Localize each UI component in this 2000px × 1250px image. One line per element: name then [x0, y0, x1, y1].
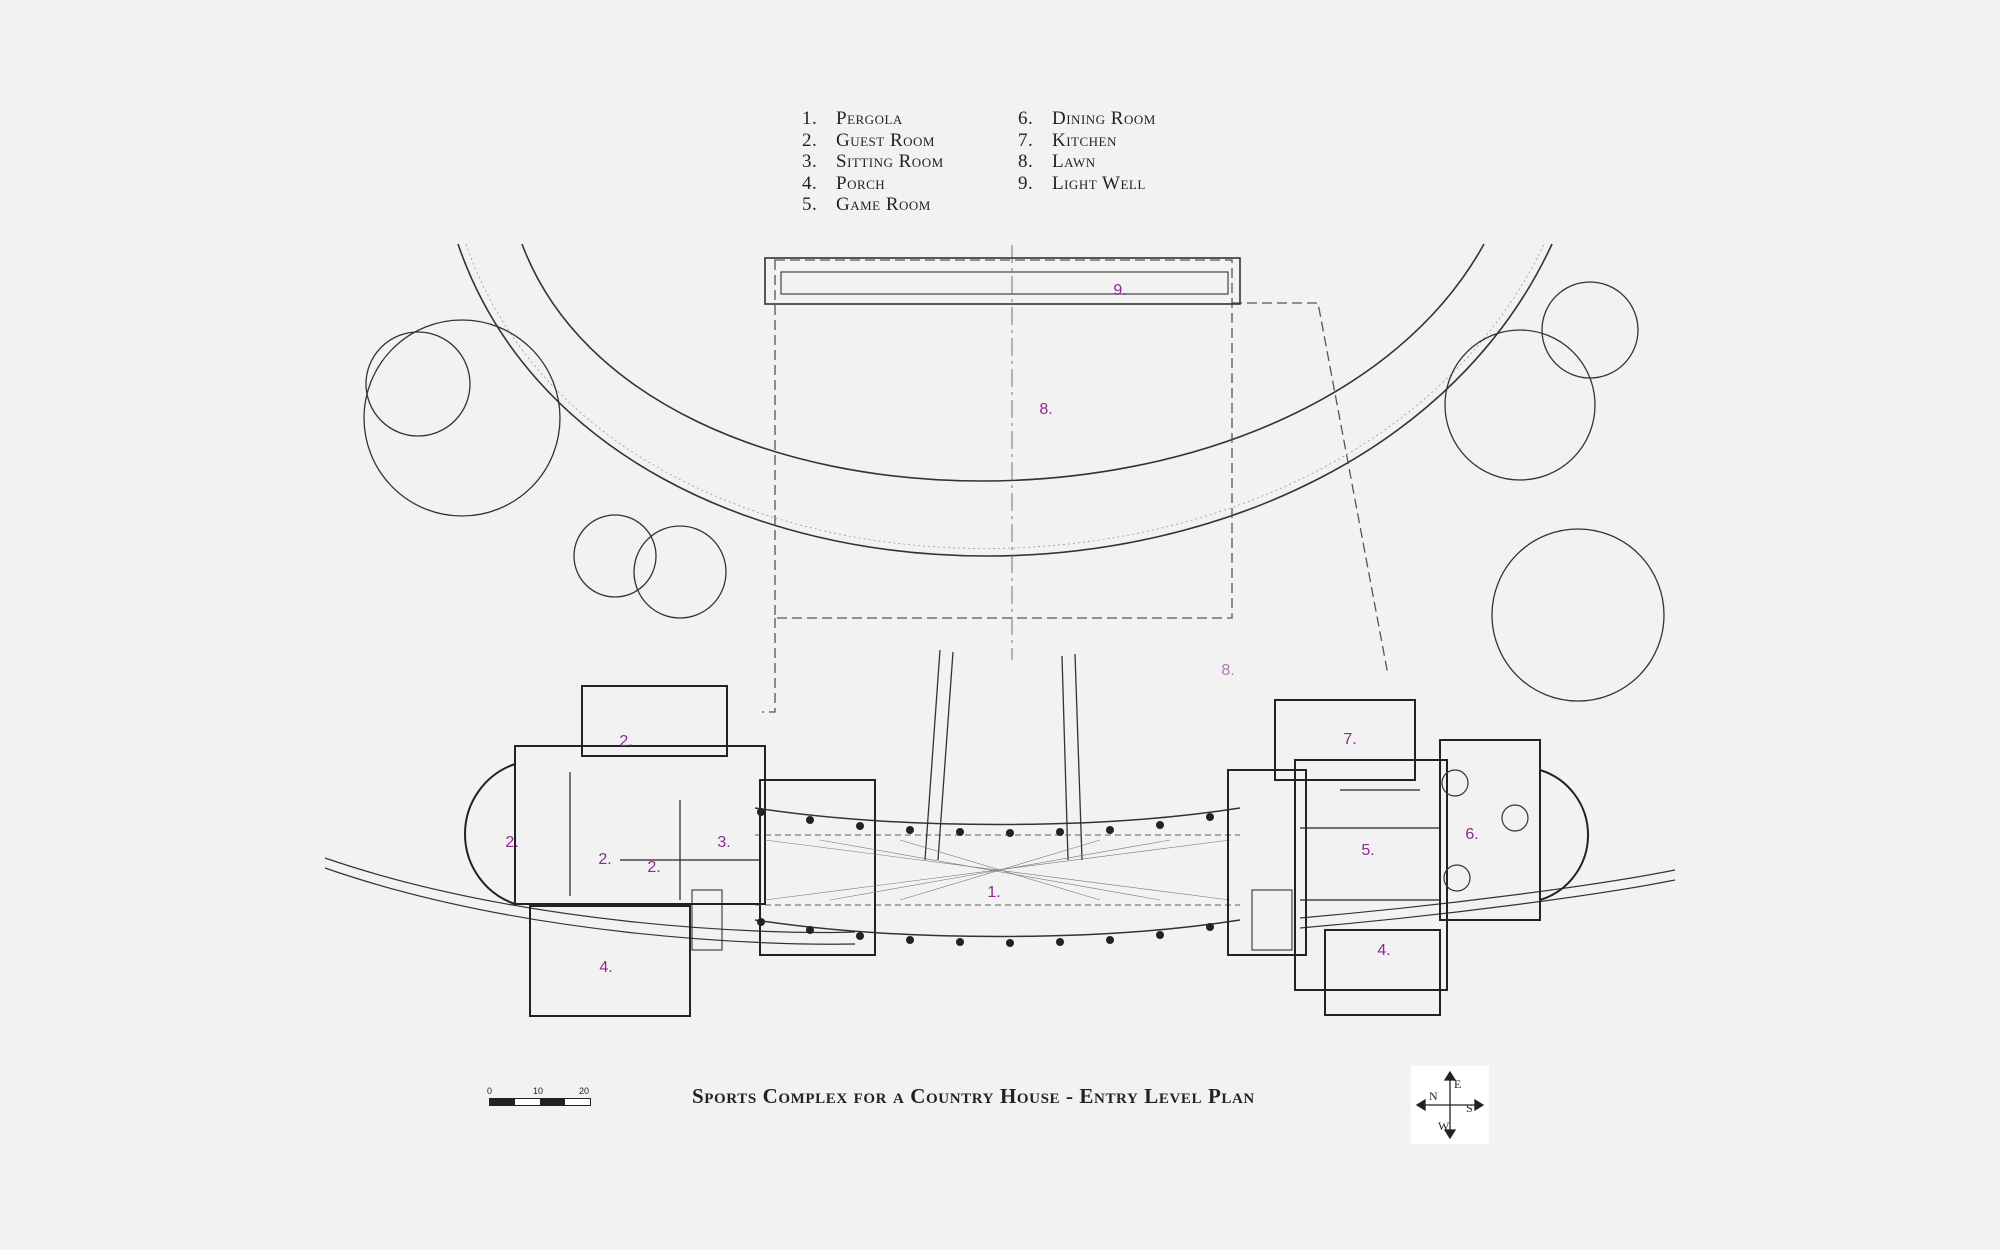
legend-label: Dining Room	[1052, 108, 1156, 129]
legend-label: Guest Room	[836, 129, 935, 151]
driveway-outer-edge	[521, 243, 1485, 482]
legend-item: 2. Guest Room	[802, 130, 944, 152]
compass-e: E	[1454, 1077, 1461, 1091]
legend-label: Porch	[836, 172, 886, 194]
legend-label: Kitchen	[1052, 129, 1117, 151]
legend-item: 5. Game Room	[802, 194, 944, 216]
room-label-guest-room-east: 2.	[647, 859, 661, 876]
room-label-game-room: 5.	[1361, 842, 1375, 859]
legend-item: 3. Sitting Room	[802, 151, 944, 173]
compass-n: N	[1429, 1089, 1438, 1103]
legend-item: 1. Pergola	[802, 108, 944, 130]
room-label-porch-east: 4.	[1377, 942, 1391, 959]
dining-tables	[1441, 769, 1529, 892]
legend-item: 6. Dining Room	[1018, 108, 1156, 130]
room-label-lawn: 8.	[1039, 401, 1053, 418]
legend-number: 4.	[802, 172, 818, 194]
trees	[363, 281, 1665, 702]
room-label-light-well: 9.	[1113, 282, 1127, 299]
legend-number: 2.	[802, 129, 818, 151]
room-label-guest-room-north: 2.	[619, 733, 633, 750]
legend-number: 3.	[802, 151, 818, 172]
room-label-pergola: 1.	[987, 884, 1001, 901]
room-label-kitchen: 7.	[1343, 731, 1357, 748]
scale-bar: 0 10 20	[487, 1086, 592, 1110]
scale-label-10: 10	[533, 1086, 544, 1096]
drawing-title: Sports Complex for a Country House - Ent…	[692, 1084, 1255, 1108]
legend-left-column: 1. Pergola 2. Guest Room 3. Sitting Room 4.…	[802, 108, 944, 216]
west-guest-wing	[464, 685, 876, 1017]
scale-label-20: 20	[579, 1086, 590, 1096]
scale-bar-segment	[490, 1099, 515, 1105]
legend-number: 8.	[1018, 151, 1034, 172]
legend-label: Light Well	[1052, 172, 1146, 194]
room-label-porch-west: 4.	[599, 959, 613, 976]
room-label-dining-room: 6.	[1465, 826, 1479, 843]
east-wing	[1227, 699, 1590, 1016]
pergola-columns	[757, 808, 1214, 947]
legend-item: 9. Light Well	[1018, 173, 1156, 195]
compass-rose: N S E W	[1411, 1066, 1489, 1144]
legend-number: 9.	[1018, 172, 1034, 194]
legend-item: 4. Porch	[802, 173, 944, 195]
legend-label: Sitting Room	[836, 151, 944, 172]
scale-bar-segment	[540, 1099, 565, 1105]
scale-label-0: 0	[487, 1086, 493, 1096]
legend-number: 7.	[1018, 129, 1034, 151]
legend-label: Game Room	[836, 194, 931, 215]
room-label-sitting-room: 3.	[717, 834, 731, 851]
legend-right-column: 6. Dining Room 7. Kitchen 8. Lawn 9. Light W…	[1018, 108, 1156, 194]
legend-number: 1.	[802, 108, 818, 129]
scale-bar-ruler	[489, 1098, 591, 1106]
driveway-inner-edge	[457, 243, 1553, 557]
compass-icon: N S E W	[1415, 1070, 1485, 1140]
legend-item: 7. Kitchen	[1018, 130, 1156, 152]
room-label-lawn-side: 8.	[1221, 662, 1235, 679]
legend-item: 8. Lawn	[1018, 151, 1156, 173]
light-well	[764, 257, 1241, 305]
compass-s: S	[1466, 1101, 1473, 1115]
pergola	[754, 807, 1241, 938]
legend-number: 6.	[1018, 108, 1034, 129]
legend-label: Pergola	[836, 108, 903, 129]
legend-number: 5.	[802, 194, 818, 215]
compass-w: W	[1438, 1119, 1450, 1133]
lawn-rectangle	[774, 259, 1233, 619]
legend-label: Lawn	[1052, 151, 1096, 172]
room-label-guest-room-middle: 2.	[598, 851, 612, 868]
room-label-guest-room-west: 2.	[505, 834, 519, 851]
